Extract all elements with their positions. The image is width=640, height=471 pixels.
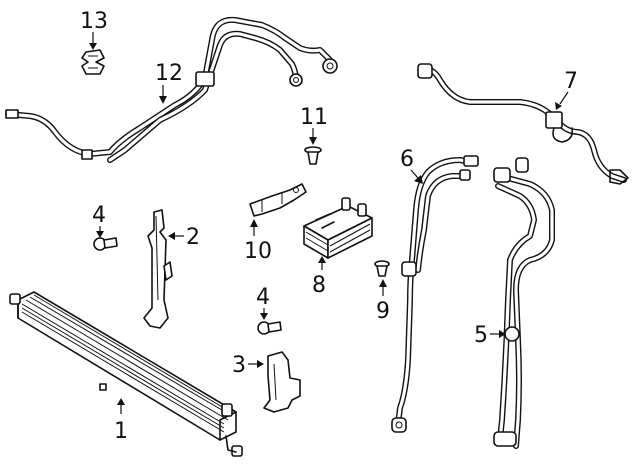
callout-12: 12 — [155, 61, 183, 104]
callout-4a: 4 — [92, 203, 106, 238]
callout-4a-label: 4 — [92, 203, 106, 228]
part-8-oil-cooler — [303, 197, 373, 259]
callout-9-label: 9 — [376, 299, 390, 324]
callout-8-label: 8 — [312, 273, 326, 298]
callout-3: 3 — [232, 353, 264, 378]
part-10-bracket — [249, 183, 307, 217]
callout-9: 9 — [376, 279, 390, 324]
callout-11-label: 11 — [300, 105, 328, 130]
callout-6-label: 6 — [400, 147, 414, 172]
part-11-push-pin — [304, 146, 322, 165]
callout-2: 2 — [168, 225, 200, 250]
part-7-hose — [417, 63, 629, 185]
callout-4b-label: 4 — [256, 285, 270, 310]
callout-13: 13 — [80, 9, 108, 50]
callout-6: 6 — [400, 147, 423, 184]
callout-4b: 4 — [256, 285, 270, 320]
part-6-tube — [391, 155, 479, 433]
callout-7-label: 7 — [564, 69, 578, 94]
part-1-transmission-cooler — [9, 291, 243, 457]
callout-1: 1 — [114, 398, 128, 444]
callout-12-label: 12 — [155, 61, 183, 86]
callout-11: 11 — [300, 105, 328, 145]
part-12-cooler-tube-assembly — [5, 16, 338, 163]
part-13-clip — [81, 49, 105, 75]
part-4-bolt-upper — [93, 237, 118, 251]
callout-2-label: 2 — [186, 225, 200, 250]
callout-13-label: 13 — [80, 9, 108, 34]
callout-7: 7 — [555, 69, 578, 110]
part-5-hose — [493, 157, 555, 449]
callout-3-label: 3 — [232, 353, 246, 378]
callout-5-label: 5 — [474, 323, 488, 348]
part-2-bracket — [143, 209, 173, 329]
callout-10-label: 10 — [244, 239, 272, 264]
callout-8: 8 — [312, 256, 326, 298]
callout-5: 5 — [474, 323, 506, 348]
callout-10: 10 — [244, 219, 272, 264]
part-4-bolt-lower — [257, 321, 282, 335]
part-3-bracket — [263, 351, 301, 413]
part-9-push-pin — [374, 260, 390, 277]
callout-1-label: 1 — [114, 419, 128, 444]
